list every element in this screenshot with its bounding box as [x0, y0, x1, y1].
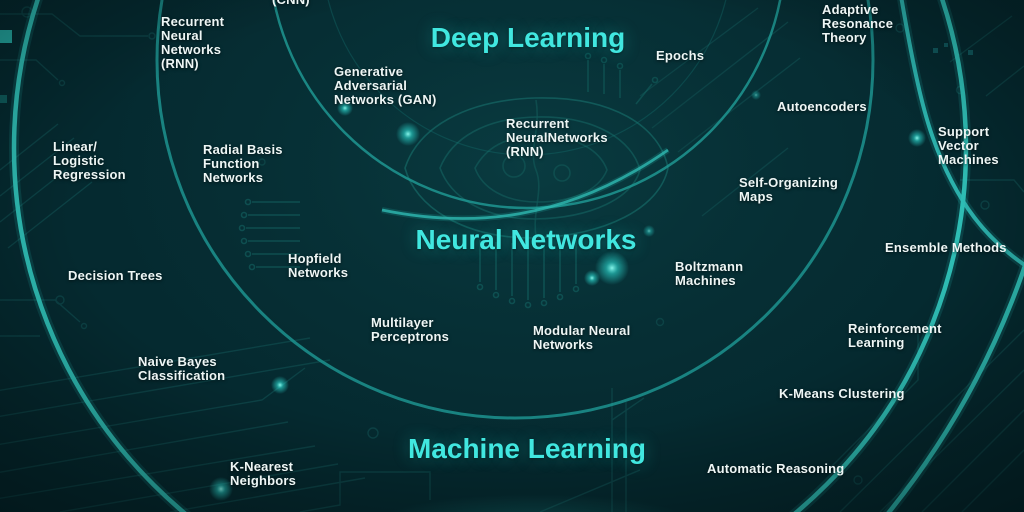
label-line: Vector [938, 137, 979, 153]
label-line: Support [938, 124, 990, 139]
label-line: Modular Neural [533, 323, 631, 338]
label-line: Networks [288, 264, 349, 280]
label-line: Resonance [822, 15, 894, 31]
label-automatic-reasoning: Automatic Reasoning [707, 462, 844, 476]
label-line: Reinforcement [848, 321, 942, 336]
label-line: (RNN) [506, 143, 544, 159]
label-epochs: Epochs [656, 49, 704, 63]
label-line: Generative [334, 64, 404, 79]
label-line: K-Means Clustering [779, 386, 905, 401]
label-line: Neural [161, 27, 203, 43]
label-line: Logistic [53, 152, 105, 168]
label-line: (CNN) [272, 0, 310, 7]
label-line: Neighbors [230, 472, 297, 488]
label-line: K-Nearest [230, 459, 294, 474]
label-line: Boltzmann [675, 259, 744, 274]
label-line: Recurrent [506, 116, 570, 131]
label-line: Epochs [656, 48, 705, 63]
label-line: Ensemble Methods [885, 240, 1007, 255]
label-line: Networks [533, 336, 594, 352]
label-line: Adaptive [822, 2, 879, 17]
ring-title-neural-networks: Neural Networks [415, 224, 637, 255]
ring-title-machine-learning: Machine Learning [407, 433, 647, 464]
label-line: Networks (GAN) [334, 91, 437, 107]
label-line: Perceptrons [371, 328, 450, 344]
label-line: (RNN) [161, 55, 199, 71]
label-decision-trees: Decision Trees [68, 269, 163, 283]
label-line: Networks [203, 169, 264, 185]
label-line: Regression [53, 166, 126, 182]
label-line: Linear/ [53, 139, 98, 154]
label-line: Autoencoders [777, 99, 867, 114]
label-line: Machines [938, 151, 999, 167]
label-line: Decision Trees [68, 268, 163, 283]
label-line: Automatic Reasoning [707, 461, 845, 476]
label-line: Adversarial [334, 77, 408, 93]
label-autoencoders: Autoencoders [777, 100, 867, 114]
label-ensemble-methods: Ensemble Methods [885, 241, 1007, 255]
label-line: Hopfield [288, 251, 342, 266]
label-line: Radial Basis [203, 142, 283, 157]
label-line: Classification [138, 367, 226, 383]
label-line: Theory [822, 29, 867, 45]
label-line: Learning [848, 334, 905, 350]
label-line: Self-Organizing [739, 175, 839, 190]
label-line: Function [203, 155, 260, 171]
label-k-means-clustering: K-Means Clustering [779, 387, 905, 401]
label-line: Recurrent [161, 14, 225, 29]
label-cnn: (CNN) [272, 0, 310, 7]
label-line: Multilayer [371, 315, 434, 330]
ring-title-deep-learning: Deep Learning [430, 22, 626, 53]
label-line: Naive Bayes [138, 354, 217, 369]
label-line: Maps [739, 188, 774, 204]
label-line: NeuralNetworks [506, 129, 608, 145]
label-line: Networks [161, 41, 222, 57]
label-line: Machines [675, 272, 736, 288]
